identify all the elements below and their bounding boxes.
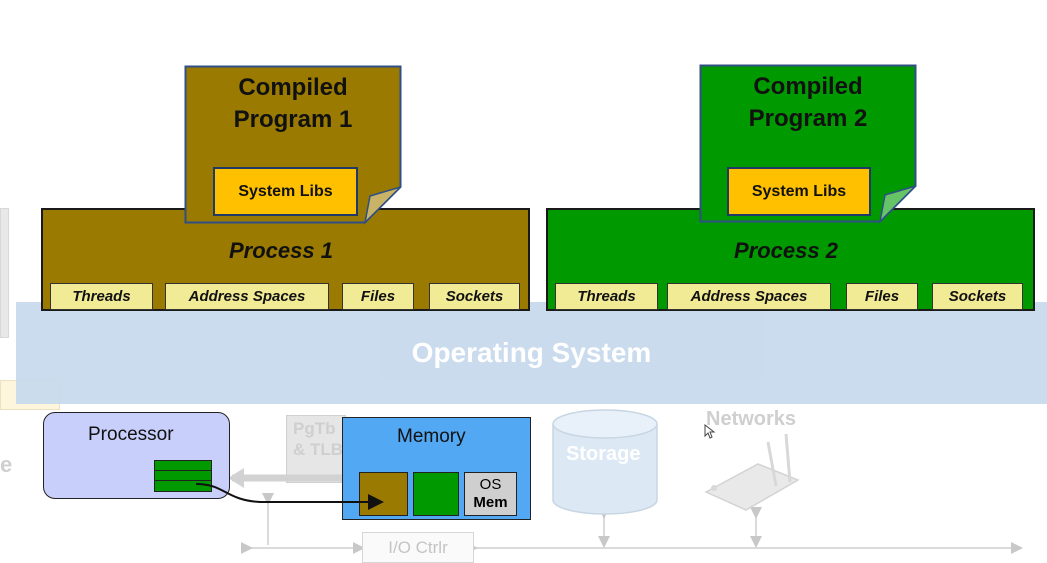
process-1-address-spaces: Address Spaces (165, 283, 329, 310)
operating-system-layer: Operating System (16, 302, 1047, 404)
memory-box: Memory OS Mem (342, 417, 531, 520)
storage-label: Storage (566, 443, 641, 465)
register-divider-2 (155, 480, 211, 481)
process-1-box: Process 1 Threads Address Spaces Files S… (41, 208, 530, 311)
io-controller-label: I/O Ctrlr (388, 537, 448, 557)
os-mem-label-line1: OS (479, 476, 502, 493)
left-cut-label: e (0, 452, 13, 477)
process-2-threads: Threads (555, 283, 658, 310)
cursor-icon (704, 424, 716, 439)
pgtbl-label-line1: PgTb (293, 419, 336, 438)
memory-label: Memory (397, 426, 466, 447)
operating-system-label: Operating System (411, 337, 652, 368)
left-edge-panel (0, 208, 9, 338)
memory-process-2-region (413, 472, 459, 516)
process-1-files: Files (342, 283, 414, 310)
compiled-program-1-title: Compiled Program 1 (186, 72, 400, 136)
process-2-files: Files (846, 283, 918, 310)
process-1-title: Process 1 (229, 238, 333, 263)
compiled-program-2-title-line2: Program 2 (748, 105, 868, 132)
compiled-program-2-title-line1: Compiled (753, 73, 863, 100)
memory-os-region: OS Mem (464, 472, 517, 516)
pgtbl-label-line2: & TLB (293, 440, 344, 459)
compiled-program-1-title-line1: Compiled (238, 74, 348, 101)
storage-cylinder (552, 409, 658, 515)
register-divider-1 (155, 470, 211, 471)
process-2-box: Process 2 Threads Address Spaces Files S… (546, 208, 1035, 311)
os-mem-label-line2: Mem (473, 494, 508, 511)
networks-label: Networks (706, 408, 797, 430)
network-card-icon (704, 433, 800, 511)
process-2-sockets: Sockets (932, 283, 1023, 310)
compiled-program-2-title: Compiled Program 2 (701, 71, 915, 135)
process-1-sockets: Sockets (429, 283, 520, 310)
register-stack (154, 460, 212, 492)
program-1-system-libs: System Libs (213, 167, 358, 216)
processor-label: Processor (88, 424, 174, 445)
process-2-address-spaces: Address Spaces (667, 283, 831, 310)
compiled-program-1-title-line2: Program 1 (233, 106, 353, 133)
processor-box: Processor (43, 412, 230, 499)
process-1-threads: Threads (50, 283, 153, 310)
program-2-system-libs: System Libs (727, 167, 871, 216)
process-2-title: Process 2 (734, 238, 838, 263)
